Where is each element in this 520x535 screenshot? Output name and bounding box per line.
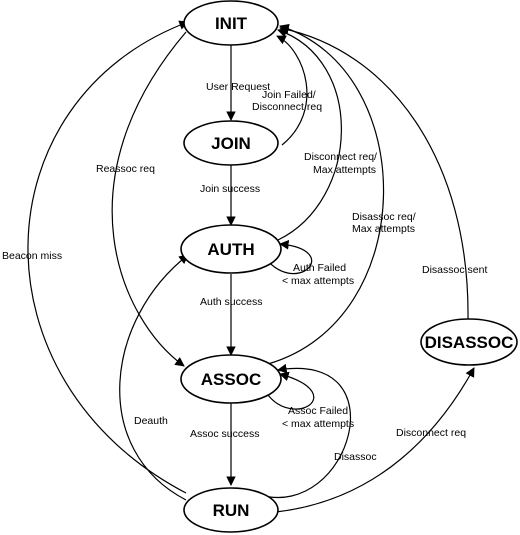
state-auth-label: AUTH [207, 240, 254, 259]
edge-join-failed [276, 35, 308, 146]
label-auth-success: Auth success [200, 296, 262, 308]
state-auth: AUTH [180, 224, 282, 274]
label-disassoc: Disassoc [334, 451, 377, 463]
label-beacon-miss: Beacon miss [2, 250, 62, 262]
label-reassoc-req: Reassoc req [96, 163, 155, 175]
label-assoc-success: Assoc success [190, 428, 259, 440]
state-disassoc: DISASSOC [420, 318, 518, 366]
label-disassoc-max-2: Max attempts [352, 223, 415, 235]
label-disassoc-sent: Disassoc sent [422, 264, 487, 276]
label-join-failed-2: Disconnect req [252, 101, 322, 113]
edge-assoc-failed [261, 371, 315, 410]
label-join-success: Join success [200, 183, 260, 195]
label-disassoc-max-1: Disassoc req/ [352, 211, 416, 223]
edge-disconnect-max [277, 28, 342, 241]
label-assoc-failed-2: < max attempts [282, 418, 354, 430]
edge-labels: User Request Join Failed/ Disconnect req… [2, 81, 487, 463]
label-join-failed-1: Join Failed/ [262, 89, 316, 101]
label-disconnect-req: Disconnect req [396, 427, 466, 439]
label-disconnect-max-1: Disconnect req/ [304, 151, 377, 163]
state-run: RUN [183, 487, 279, 533]
state-join: JOIN [183, 120, 279, 166]
label-user-request: User Request [206, 81, 270, 93]
state-join-label: JOIN [211, 134, 251, 153]
label-auth-failed-1: Auth Failed [293, 262, 346, 274]
state-disassoc-label: DISASSOC [425, 333, 514, 352]
label-assoc-failed-1: Assoc Failed [288, 405, 348, 417]
edge-beacon-miss [27, 20, 189, 494]
state-init: INIT [183, 0, 279, 46]
edge-reassoc-req [111, 31, 187, 367]
label-deauth: Deauth [134, 415, 168, 427]
label-disconnect-max-2: Max attempts [313, 164, 376, 176]
edge-deauth [119, 254, 189, 501]
state-assoc-label: ASSOC [201, 370, 261, 389]
edge-disconnect-req [275, 367, 475, 513]
state-init-label: INIT [215, 14, 248, 33]
state-assoc: ASSOC [180, 354, 282, 404]
edges [27, 20, 475, 513]
edge-disassoc-sent [279, 24, 469, 321]
label-auth-failed-2: < max attempts [282, 275, 354, 287]
edge-disassoc [259, 363, 351, 498]
edge-disassoc-max [267, 24, 385, 365]
edge-auth-failed [262, 240, 313, 275]
state-run-label: RUN [213, 501, 250, 520]
